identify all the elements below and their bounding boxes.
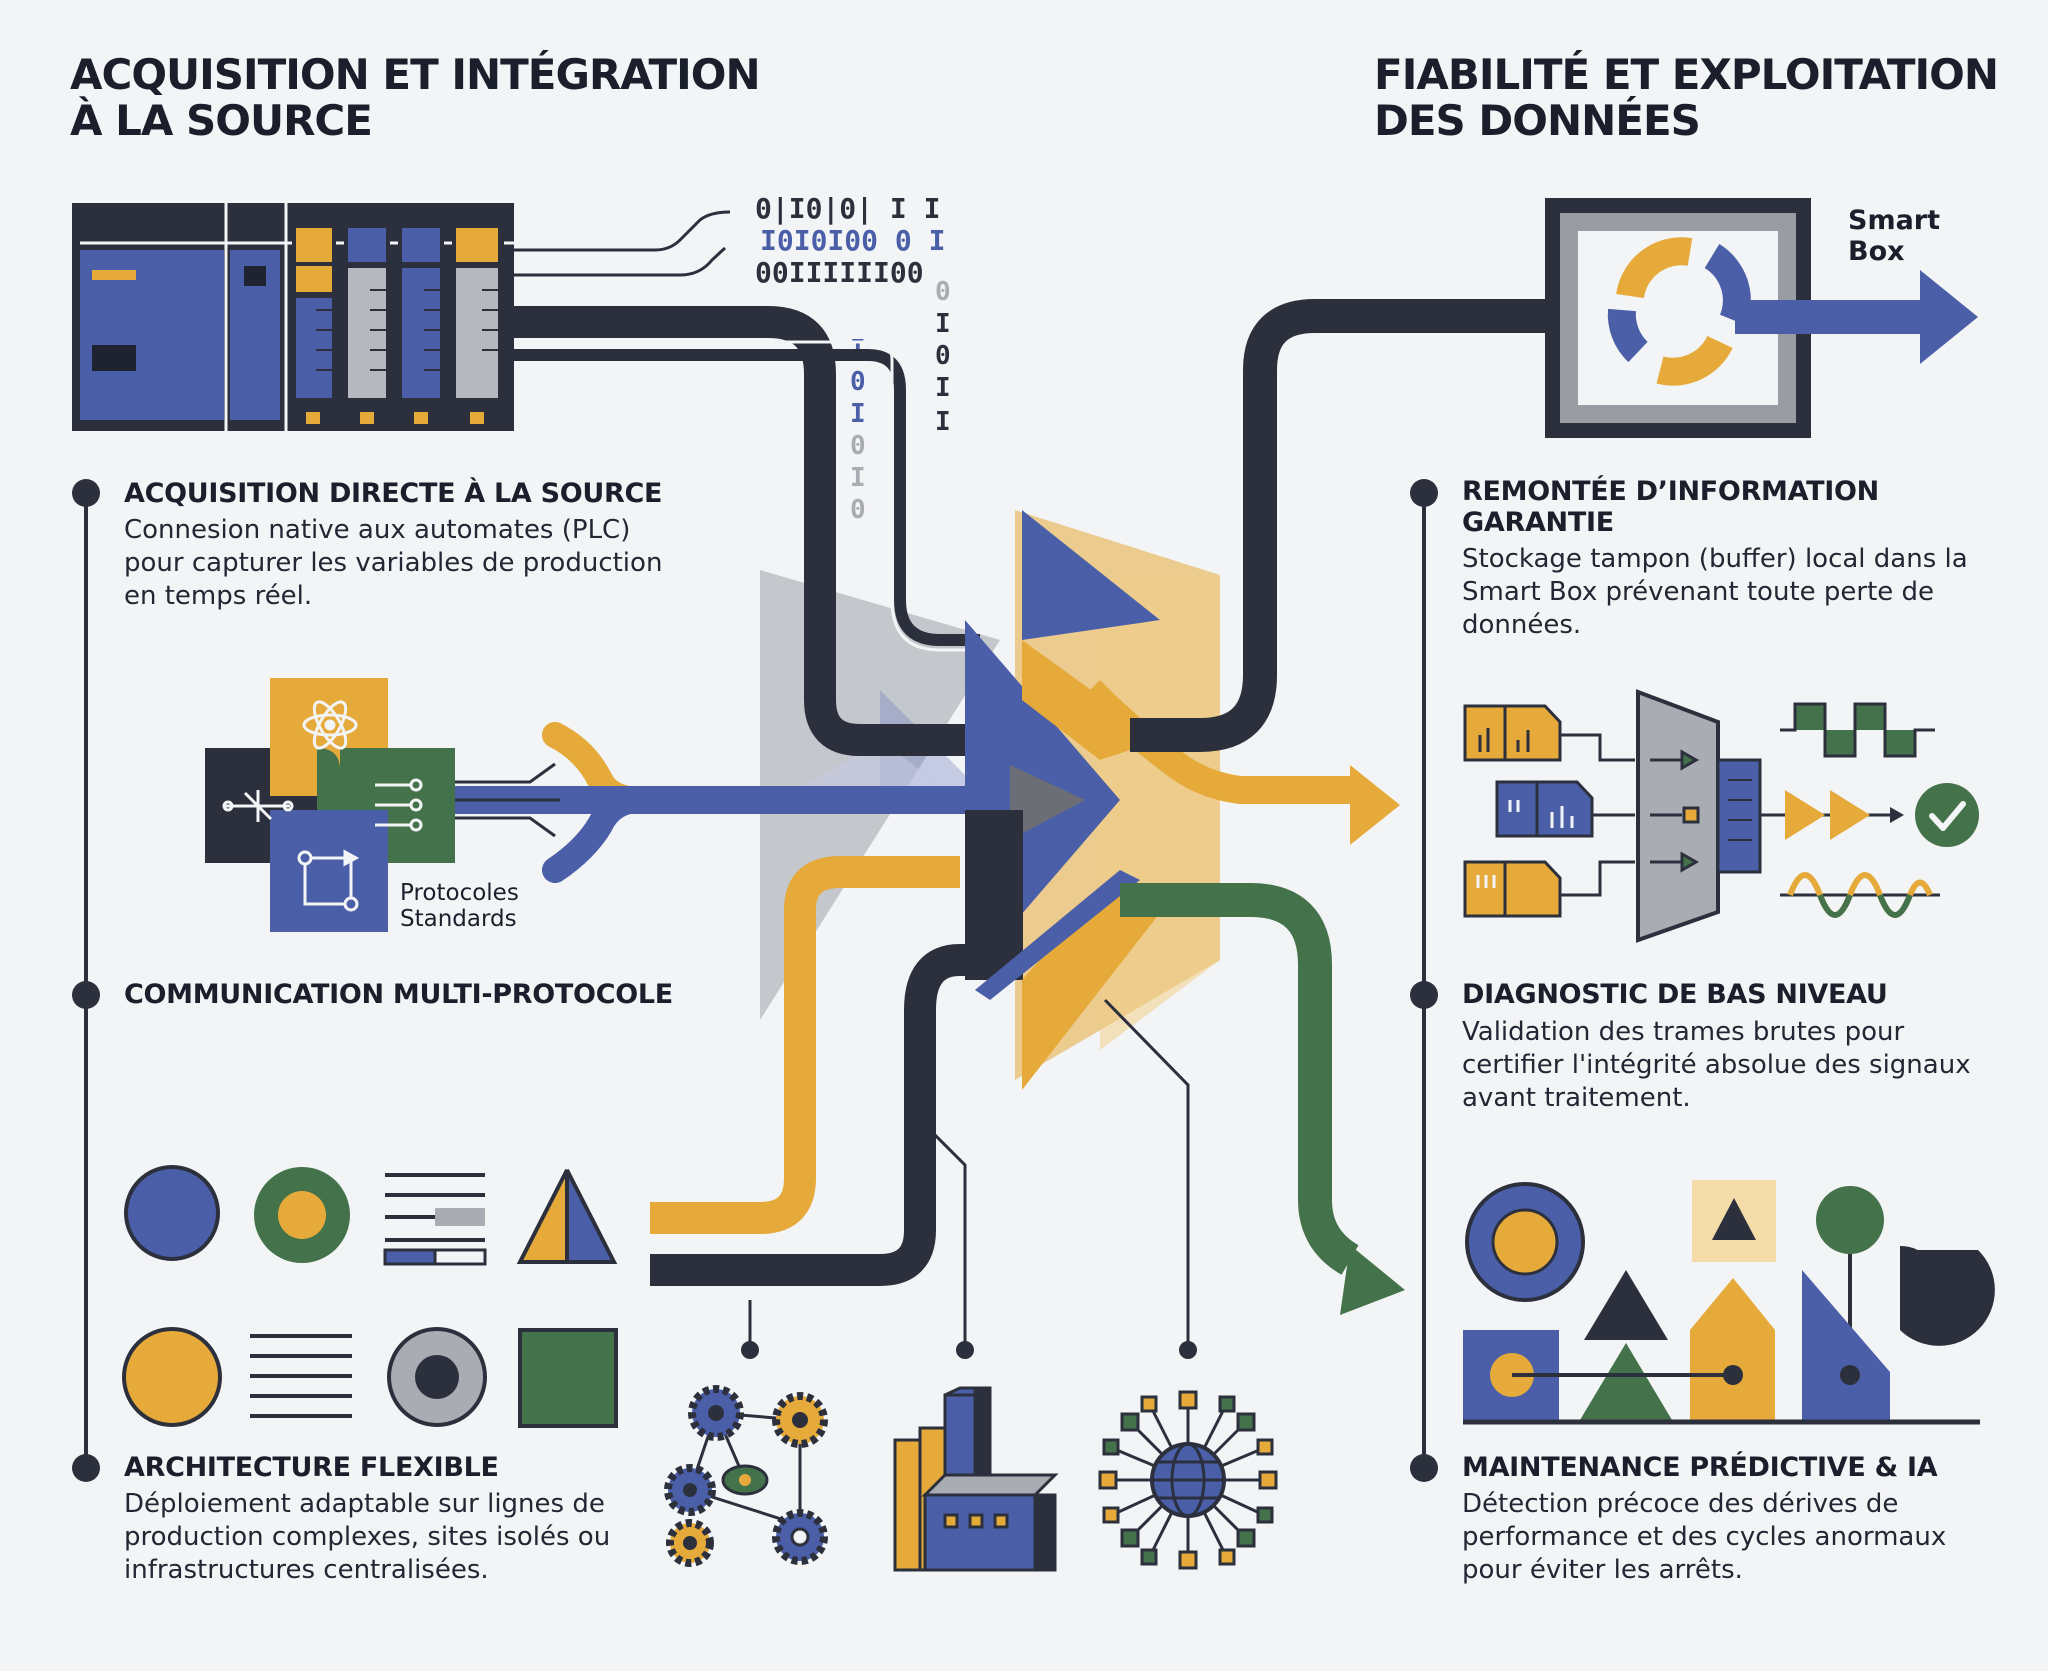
binary-row-1: 0|I0|0| I I — [755, 192, 940, 225]
information-title-line-1: REMONTÉE D’INFORMATION — [1462, 476, 1879, 507]
smart-box-label-line-1: Smart — [1848, 205, 1941, 236]
network-node-icon — [375, 778, 423, 832]
pipe-highlight — [514, 340, 980, 652]
information-title-line-2: GARANTIE — [1462, 507, 1614, 538]
information-title: REMONTÉE D’INFORMATION GARANTIE — [1462, 476, 1879, 538]
architecture-desc: Déploiement adaptable sur lignes de prod… — [124, 1488, 610, 1587]
binary-col-a-5: I — [850, 463, 866, 493]
smart-box-label-line-2: Box — [1848, 236, 1905, 267]
diagnostic-desc: Validation des trames brutes pour certif… — [1462, 1016, 1971, 1115]
cycle-icon — [297, 849, 360, 912]
plc-data-wires — [514, 210, 731, 277]
right-heading: FIABILITÉ ET EXPLOITATION DES DONNÉES — [1374, 50, 1999, 145]
information-desc-line-2: Smart Box prévenant toute perte de — [1462, 577, 1935, 607]
navy-pipes — [514, 306, 1000, 1286]
protocol-block — [205, 678, 455, 932]
binary-col-a-6: 0 — [850, 495, 866, 525]
architecture-title-line: ARCHITECTURE FLEXIBLE — [124, 1452, 499, 1483]
architecture-desc-line-2: production complexes, sites isolés ou — [124, 1522, 611, 1552]
maintenance-desc-line-1: Détection précoce des dérives de — [1462, 1489, 1899, 1519]
sync-ring-icon — [1607, 237, 1751, 386]
acquisition-desc-line-2: pour capturer les variables de productio… — [124, 548, 663, 578]
plc-rack-icon — [72, 203, 514, 431]
diagnostic-title-line: DIAGNOSTIC DE BAS NIVEAU — [1462, 979, 1888, 1010]
binary-col-b-3: 0 — [935, 341, 951, 371]
protocols-label-line-1: Protocoles — [400, 880, 519, 906]
protocol-wires — [455, 762, 560, 838]
acquisition-title-line: ACQUISITION DIRECTE À LA SOURCE — [124, 478, 663, 509]
acquisition-desc-line-3: en temps réel. — [124, 581, 313, 611]
architecture-title: ARCHITECTURE FLEXIBLE — [124, 1452, 499, 1483]
acquisition-desc-line-1: Connesion native aux automates (PLC) — [124, 515, 631, 545]
diagnostic-desc-line-3: avant traitement. — [1462, 1083, 1691, 1113]
maintenance-desc-line-2: performance et des cycles anormaux — [1462, 1522, 1947, 1552]
maintenance-desc: Détection précoce des dérives de perform… — [1462, 1488, 1946, 1587]
diagnostic-title: DIAGNOSTIC DE BAS NIVEAU — [1462, 979, 1888, 1010]
binary-row-3: 00IIIIII00 — [755, 256, 924, 289]
yellow-output-arrow — [1080, 680, 1400, 845]
atom-icon — [302, 700, 358, 750]
document-icon — [1463, 860, 1562, 918]
green-output-arrow — [1120, 883, 1405, 1315]
right-heading-line-1: FIABILITÉ ET EXPLOITATION — [1374, 50, 1999, 99]
predictive-graphic — [1463, 1180, 1995, 1425]
communication-title: COMMUNICATION MULTI-PROTOCOLE — [124, 979, 673, 1010]
binary-col-a-4: 0 — [850, 431, 866, 461]
information-desc-line-3: données. — [1462, 610, 1582, 640]
protocols-label: Protocoles Standards — [400, 880, 519, 932]
maintenance-title: MAINTENANCE PRÉDICTIVE & IA — [1462, 1452, 1938, 1483]
smart-box — [1545, 198, 1978, 438]
diagnostic-desc-line-1: Validation des trames brutes pour — [1462, 1017, 1905, 1047]
binary-row-2: I0I0I00 0 I — [760, 224, 945, 257]
binary-col-a-2: 0 — [850, 367, 866, 397]
right-heading-line-2: DES DONNÉES — [1374, 96, 1701, 145]
binary-col-a-3: I — [850, 399, 866, 429]
left-heading-line-2: À LA SOURCE — [70, 96, 373, 145]
globe-network-icon — [1098, 1390, 1278, 1570]
document-icon — [1463, 704, 1562, 762]
communication-title-line: COMMUNICATION MULTI-PROTOCOLE — [124, 979, 673, 1010]
architecture-desc-line-3: infrastructures centralisées. — [124, 1555, 489, 1585]
binary-col-b-4: I — [935, 373, 951, 403]
smart-box-label: Smart Box — [1848, 205, 1940, 267]
left-timeline — [72, 479, 100, 1482]
sine-wave — [1780, 872, 1940, 918]
diagnostic-desc-line-2: certifier l'intégrité absolue des signau… — [1462, 1050, 1971, 1080]
architecture-shapes — [122, 1165, 618, 1428]
factory-icon — [893, 1386, 1059, 1572]
protocols-label-line-2: Standards — [400, 906, 517, 932]
check-circle-icon — [1915, 783, 1979, 847]
network-node-icon — [222, 790, 294, 822]
acquisition-desc: Connesion native aux automates (PLC) pou… — [124, 514, 662, 613]
binary-stream: 0|I0|0| I I I0I0I00 0 I 00IIIIII00 I 0 I… — [755, 192, 951, 525]
gears-network-icon — [664, 1385, 828, 1567]
document-icon — [1495, 780, 1594, 838]
acquisition-title: ACQUISITION DIRECTE À LA SOURCE — [124, 478, 662, 509]
maintenance-desc-line-3: pour éviter les arrêts. — [1462, 1555, 1743, 1585]
square-wave — [1780, 702, 1935, 758]
left-heading-line-1: ACQUISITION ET INTÉGRATION — [70, 50, 761, 99]
information-desc: Stockage tampon (buffer) local dans la S… — [1462, 543, 1968, 642]
binary-col-b-6: I — [935, 407, 951, 437]
maintenance-title-line: MAINTENANCE PRÉDICTIVE & IA — [1462, 1452, 1938, 1483]
binary-col-b-2: I — [935, 309, 951, 339]
information-desc-line-1: Stockage tampon (buffer) local dans la — [1462, 544, 1968, 574]
diagnostic-graphic — [1463, 689, 1979, 943]
left-heading: ACQUISITION ET INTÉGRATION À LA SOURCE — [70, 50, 761, 145]
binary-col-b-1: 0 — [935, 277, 951, 307]
right-timeline — [1410, 479, 1438, 1482]
architecture-desc-line-1: Déploiement adaptable sur lignes de — [124, 1489, 605, 1519]
